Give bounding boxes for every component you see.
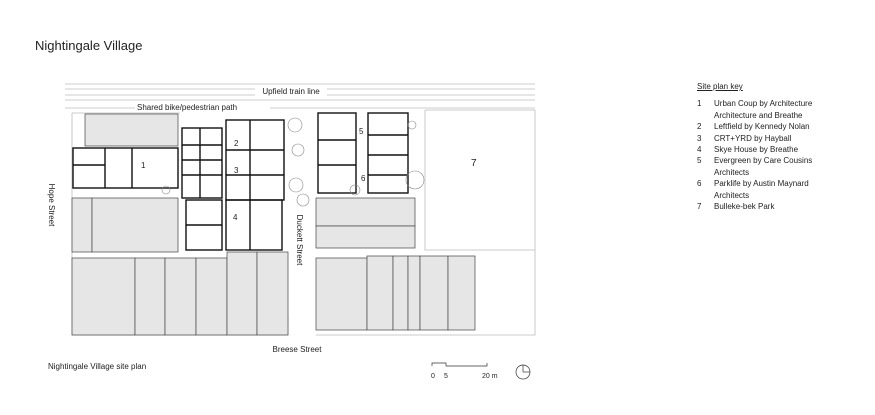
key-label: Bulleke-bek Park (714, 202, 775, 212)
train-line-label: Upfield train line (262, 87, 320, 96)
scale-tick-0: 0 (431, 373, 435, 380)
site-number-7: 7 (471, 158, 477, 169)
key-label: Leftfield by Kennedy Nolan (714, 122, 810, 132)
site-number-4: 4 (233, 213, 238, 222)
site-number-6: 6 (361, 174, 366, 183)
key-number: 5 (697, 156, 702, 166)
north-arrow-icon (515, 364, 531, 380)
key-item: 5 Evergreen by Care Cousins Architects (697, 155, 829, 178)
key-number: 1 (697, 99, 702, 109)
scale-tick-20: 20 m (482, 373, 498, 380)
site-numbers: 1 2 3 4 5 6 7 (141, 127, 477, 222)
plan-caption: Nightingale Village site plan (48, 362, 147, 371)
key-label: Parklife by Austin Maynard Architects (714, 179, 809, 200)
site-plan-key: Site plan key 1 Urban Coup by Architectur… (697, 81, 829, 212)
key-number: 4 (697, 145, 702, 155)
existing-buildings (71, 113, 476, 336)
key-label: CRT+YRD by Hayball (714, 133, 792, 143)
site-number-2: 2 (234, 139, 239, 148)
key-label: Urban Coup by Architecture Architecture … (714, 99, 813, 120)
key-number: 7 (697, 202, 702, 212)
site-number-3: 3 (234, 166, 239, 175)
hope-street-label: Hope Street (47, 184, 56, 227)
key-item: 1 Urban Coup by Architecture Architecture… (697, 98, 829, 121)
key-item: 2 Leftfield by Kennedy Nolan (697, 121, 829, 132)
key-item: 4 Skye House by Breathe (697, 144, 829, 155)
park-boundary (424, 110, 535, 251)
trees (161, 117, 425, 207)
new-buildings (72, 112, 409, 251)
path-label: Shared bike/pedestrian path (137, 103, 237, 112)
site-number-5: 5 (359, 127, 364, 136)
key-item: 6 Parklife by Austin Maynard Architects (697, 178, 829, 201)
site-number-1: 1 (141, 161, 146, 170)
scale-tick-5: 5 (444, 373, 448, 380)
key-item: 3 CRT+YRD by Hayball (697, 133, 829, 144)
scale-bar: 0 5 20 m (431, 362, 498, 380)
key-number: 2 (697, 122, 702, 132)
key-title: Site plan key (697, 82, 743, 91)
key-item: 7 Bulleke-bek Park (697, 201, 829, 212)
key-number: 6 (697, 179, 702, 189)
breese-street-label: Breese Street (273, 345, 323, 354)
duckett-street-label: Duckett Street (295, 215, 304, 266)
key-label: Skye House by Breathe (714, 145, 799, 155)
key-number: 3 (697, 133, 702, 143)
page-title: Nightingale Village (35, 38, 143, 53)
key-label: Evergreen by Care Cousins Architects (714, 156, 813, 177)
